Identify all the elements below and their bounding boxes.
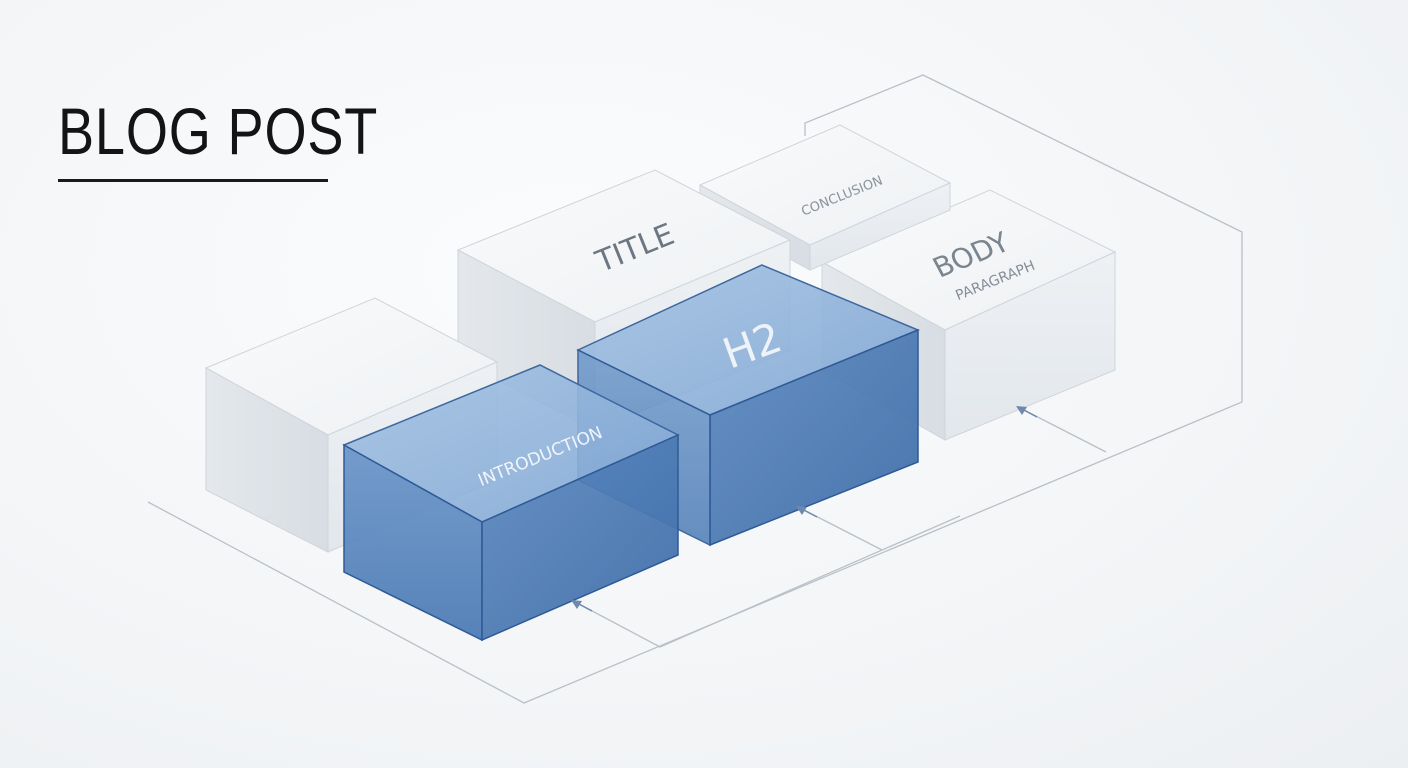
guide-line-body [1023,409,1107,453]
arrow-up-right-icon [571,600,593,612]
introduction-block: INTRODUCTION [342,364,680,642]
guide-line-introduction [578,515,961,648]
outer-guide-line [147,74,1243,704]
arrow-up-right-icon [1016,406,1038,418]
arrow-up-right-icon [796,506,818,518]
page-title: BLOG POST [58,94,379,168]
arrows [571,406,1038,612]
title-underline [58,179,328,182]
introduction-block-front-face [481,433,679,642]
